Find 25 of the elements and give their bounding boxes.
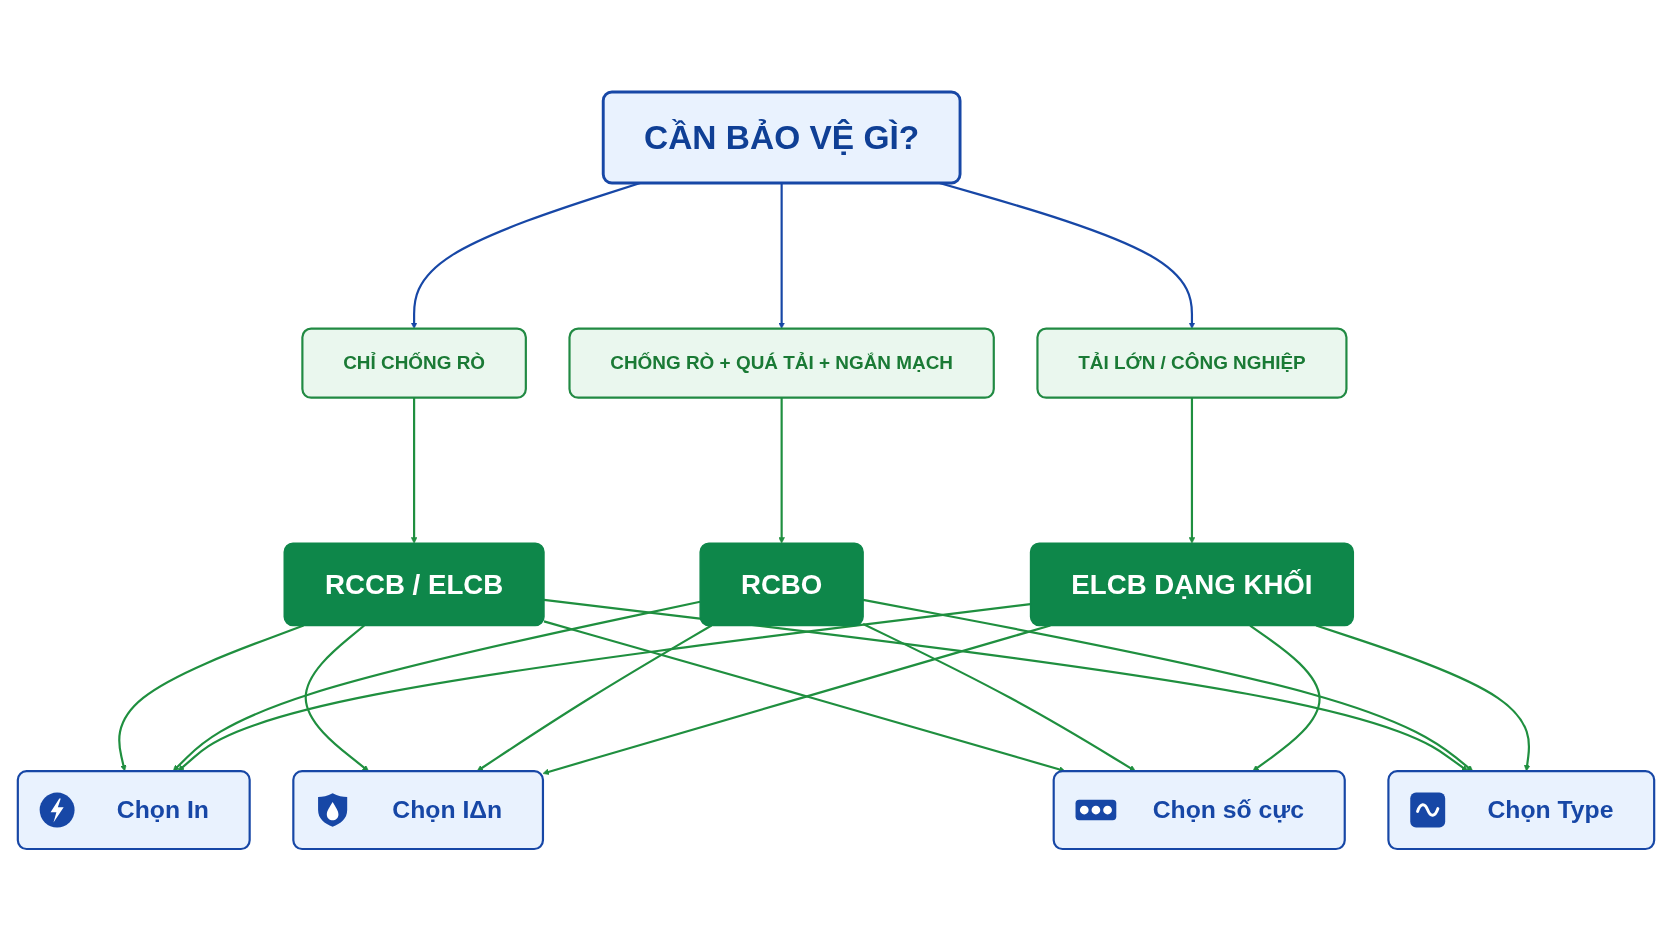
arrow xyxy=(476,624,713,772)
arrow xyxy=(304,624,369,772)
node-box: TẢI LỚN / CÔNG NGHIỆP xyxy=(1036,327,1348,399)
node-box: Chọn Type xyxy=(1387,770,1656,851)
node-box: CHỐNG RÒ + QUÁ TẢI + NGẮN MẠCH xyxy=(568,327,995,399)
node-box: Chọn In xyxy=(16,770,251,851)
arrow xyxy=(862,598,1474,772)
node-box: RCBO xyxy=(699,542,864,627)
node-box: CHỈ CHỐNG RÒ xyxy=(301,327,527,399)
arrow xyxy=(410,397,418,544)
node-box: Chọn IΔn xyxy=(292,770,545,851)
node-box: Chọn số cực xyxy=(1052,770,1346,851)
node-box: ELCB DẠNG KHỐI xyxy=(1029,542,1355,627)
arrow xyxy=(1249,624,1321,772)
node-box: RCCB / ELCB xyxy=(283,542,545,627)
arrow xyxy=(543,598,1468,772)
arrow xyxy=(862,623,1136,772)
node-box: CẦN BẢO VỆ GÌ? xyxy=(601,90,962,185)
arrow xyxy=(177,603,1031,772)
arrow xyxy=(778,183,785,329)
arrow xyxy=(778,397,785,544)
arrow xyxy=(1315,624,1531,772)
arrow xyxy=(118,624,304,772)
arrow xyxy=(1188,397,1196,544)
arrow xyxy=(172,600,701,772)
